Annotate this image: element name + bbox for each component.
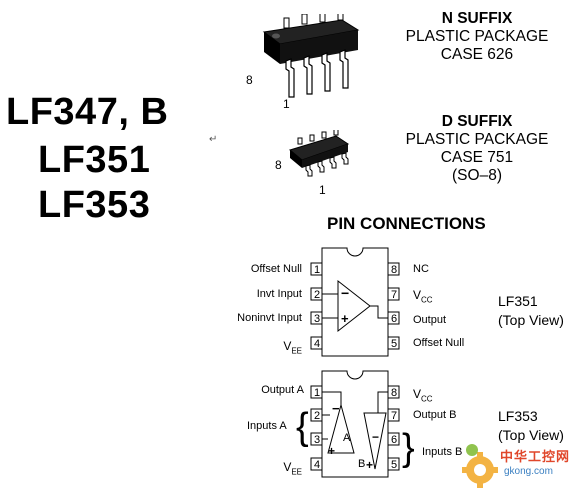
d-suffix-block: D SUFFIX PLASTIC PACKAGE CASE 751 (SO–8): [377, 113, 570, 185]
lf353-pin8-number: 8: [390, 387, 398, 399]
lf353-view-note: (Top View): [498, 427, 564, 443]
lf353-pin1-number: 1: [313, 387, 321, 399]
lf351-pin5-number: 5: [390, 338, 398, 350]
watermark-url: gkong.com: [504, 466, 553, 477]
lf351-pin7-label: VCC: [413, 288, 433, 305]
lf353-pin4-label: VEE: [283, 460, 302, 477]
lf353-pin3-number: 3: [313, 434, 321, 446]
lf353-amp-a-label: A: [343, 432, 351, 444]
lf351-pin8-number: 8: [390, 264, 398, 276]
lf351-pin4-label: VEE: [283, 339, 302, 356]
lf353-inputs-a-label: Inputs A: [247, 420, 287, 432]
lf353-pin1-label: Output A: [261, 384, 304, 396]
lf353-inputs-b-label: Inputs B: [422, 446, 463, 458]
lf353-pinout-diagram: − + − + A B: [310, 370, 400, 478]
lf353-inputs-b-brace: }: [402, 427, 415, 469]
lf351-pin3-label: Noninvt Input: [237, 312, 302, 324]
lf353-amp-b-label: B: [358, 458, 365, 470]
d-suffix-line1: PLASTIC PACKAGE: [405, 131, 549, 148]
dip-pin8-label: 8: [246, 73, 253, 87]
lf353-view-caption: LF353 (Top View): [498, 407, 564, 445]
lf353-pin6-number: 6: [390, 434, 398, 446]
lf353-pin7-number: 7: [390, 410, 398, 422]
pin-connections-title: PIN CONNECTIONS: [327, 214, 486, 233]
lf351-pin8-label: NC: [413, 263, 429, 275]
d-suffix-line3: (SO–8): [452, 167, 502, 184]
watermark-text-cn: 中华工控网: [500, 449, 570, 464]
lf353-view-name: LF353: [498, 408, 538, 424]
lf353-b-plus-sign: +: [366, 458, 373, 472]
lf353-pin8-label: VCC: [413, 387, 433, 404]
lf351-pin1-label: Offset Null: [250, 263, 302, 275]
lf353-pin7-label: Output B: [413, 409, 457, 421]
lf353-pin2-number: 2: [313, 410, 321, 422]
lf351-pinout-diagram: − +: [310, 247, 400, 357]
n-suffix-line2: CASE 626: [440, 46, 514, 63]
lf351-plus-sign: +: [341, 311, 349, 326]
lf351-minus-sign: −: [341, 285, 349, 301]
lf353-inputs-a-brace: {: [296, 406, 309, 448]
lf353-b-minus-sign: −: [372, 430, 379, 444]
n-suffix-title: N SUFFIX: [441, 10, 513, 27]
part-number-lf351: LF351: [38, 139, 151, 181]
lf353-a-plus-sign: +: [328, 444, 335, 458]
lf351-pin6-label: Output: [413, 314, 447, 326]
d-suffix-title: D SUFFIX: [441, 113, 513, 130]
gkong-gear-logo: [462, 444, 498, 488]
soic-package-image: [288, 130, 350, 177]
part-number-lf347: LF347, B: [6, 91, 169, 133]
d-suffix-line2: CASE 751: [440, 149, 514, 166]
lf351-pin7-number: 7: [390, 289, 398, 301]
part-number-lf353: LF353: [38, 184, 151, 226]
dip-package-image: [262, 14, 360, 98]
lf351-pin1-number: 1: [313, 264, 321, 276]
lf351-pin4-number: 4: [313, 338, 321, 350]
soic-pin8-label: 8: [275, 158, 282, 172]
lf353-a-minus-sign: −: [332, 401, 340, 416]
return-mark: ↵: [209, 134, 218, 145]
lf351-pin2-label: Invt Input: [256, 288, 302, 300]
lf351-pin6-number: 6: [390, 313, 398, 325]
lf351-view-name: LF351: [498, 293, 538, 309]
n-suffix-line1: PLASTIC PACKAGE: [405, 28, 549, 45]
dip-pin1-label: 1: [283, 97, 290, 111]
lf351-pin5-label: Offset Null: [413, 337, 465, 349]
lf351-view-caption: LF351 (Top View): [498, 292, 564, 330]
n-suffix-block: N SUFFIX PLASTIC PACKAGE CASE 626: [377, 10, 570, 64]
lf353-pin5-number: 5: [390, 459, 398, 471]
lf351-view-note: (Top View): [498, 312, 564, 328]
lf353-pin4-number: 4: [313, 459, 321, 471]
lf351-pin3-number: 3: [313, 313, 321, 325]
soic-pin1-label: 1: [319, 183, 326, 197]
lf351-pin2-number: 2: [313, 289, 321, 301]
